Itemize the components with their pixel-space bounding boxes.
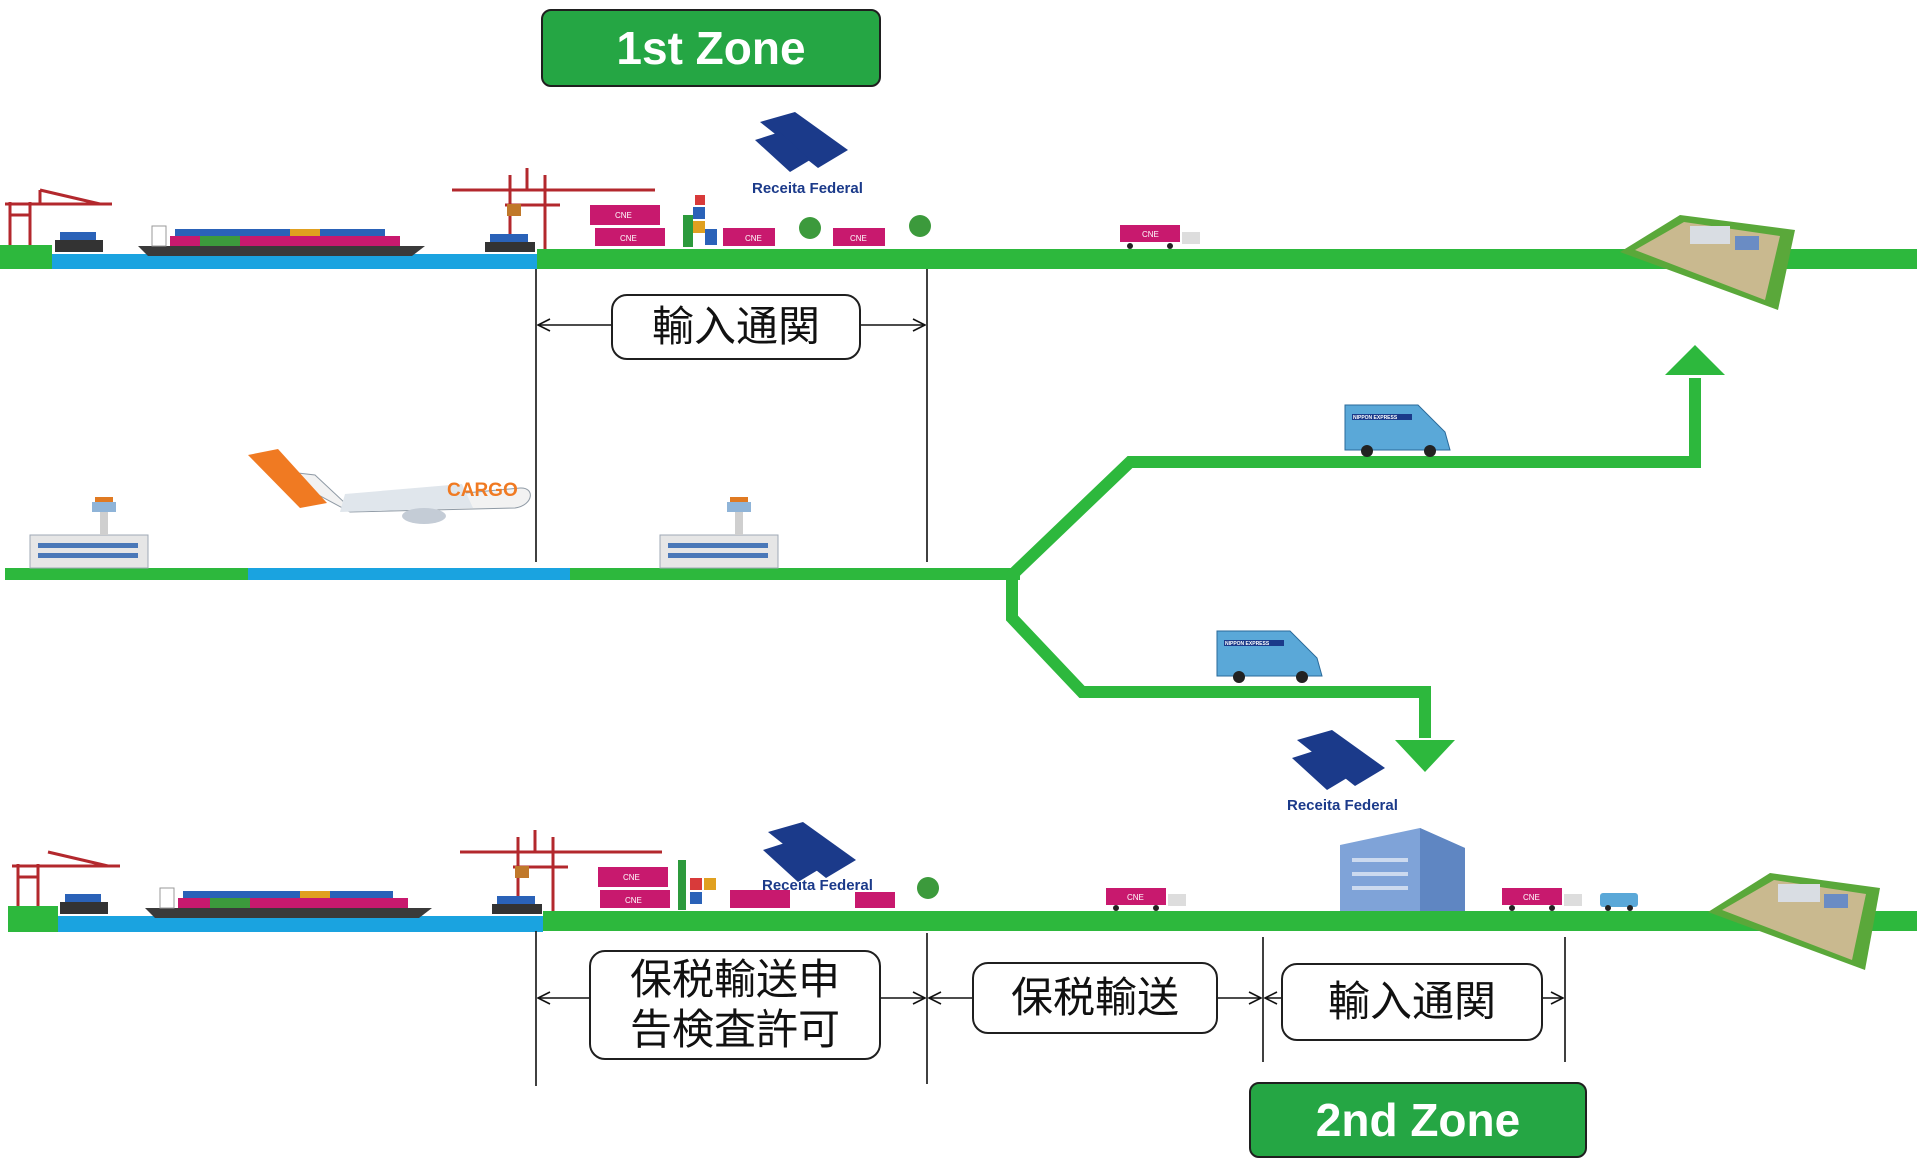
port-crane-left-bottom xyxy=(12,850,120,906)
land-route xyxy=(537,249,1917,269)
delivery-van-upper: NIPPON EXPRESS xyxy=(1344,404,1451,457)
label-import-clearance-bottom: 輸入通関 xyxy=(1281,963,1543,1041)
truck-top: CNE xyxy=(1120,225,1200,249)
customs-authority-label: Receita Federal xyxy=(762,877,873,894)
container-stack-bottom: CNE CNE xyxy=(598,860,939,910)
truck-bottom-1: CNE xyxy=(1106,888,1186,911)
sea-route-bottom xyxy=(58,916,543,932)
port-crane-left xyxy=(5,188,112,245)
moored-ship-right-bottom xyxy=(492,896,542,914)
container-stack-top: CNE CNE CNE CNE xyxy=(590,195,931,247)
delivery-van-lower: NIPPON EXPRESS xyxy=(1216,630,1323,683)
warehouse-bottom xyxy=(1708,873,1880,970)
container-mark: CNE xyxy=(745,234,762,243)
route-branch-lower xyxy=(1006,574,1431,738)
aircraft-operator: NIPPON EXPRESS xyxy=(360,482,405,488)
route-arrow-down xyxy=(1395,740,1455,772)
customs-authority-label: Receita Federal xyxy=(1287,797,1398,814)
customs-logo-top: Receita Federal xyxy=(752,112,863,197)
moored-ship-right xyxy=(485,234,535,252)
feeder-ship-left-bottom xyxy=(60,894,108,914)
airport-road xyxy=(570,568,1020,580)
label-bonded-transport: 保税輸送 xyxy=(972,962,1218,1034)
warehouse-top xyxy=(1620,215,1795,310)
container-mark: CNE xyxy=(625,896,642,905)
container-mark: CNE xyxy=(1127,893,1144,902)
container-ship-bottom xyxy=(145,887,432,918)
row-air-import: CARGO NIPPON EXPRESS NIPPON EXPRESS NIPP… xyxy=(5,345,1725,772)
feeder-ship-left xyxy=(55,232,103,252)
bonded-warehouse-building xyxy=(1340,828,1465,911)
zone-badge-first: 1st Zone xyxy=(541,9,881,87)
zone-badge-second: 2nd Zone xyxy=(1249,1082,1587,1158)
hanging-container-bottom xyxy=(515,866,529,878)
row-sea-import-bottom: CNE CNE Receita Federal CNE Receita Fede… xyxy=(8,730,1917,970)
container-ship xyxy=(138,225,425,256)
airport-terminal-left xyxy=(29,497,149,569)
container-mark: CNE xyxy=(1523,893,1540,902)
truck-bottom-2: CNE xyxy=(1502,888,1582,911)
container-mark: CNE xyxy=(1142,230,1159,239)
customs-logo-bonded-area: Receita Federal xyxy=(1287,730,1398,814)
container-mark: CNE xyxy=(850,234,867,243)
container-mark: CNE xyxy=(623,873,640,882)
container-mark: CNE xyxy=(620,234,637,243)
aircraft-livery: CARGO xyxy=(447,480,518,501)
sea-route xyxy=(52,254,537,269)
customs-authority-label: Receita Federal xyxy=(752,180,863,197)
label-bonded-transport-application-line2: 告検査許可 xyxy=(629,1005,840,1054)
air-route-land-left xyxy=(5,568,248,580)
row-sea-import-top: CNE CNE CNE CNE CNE Receita Federal xyxy=(0,112,1917,310)
route-arrow-up xyxy=(1665,345,1725,375)
van-livery: NIPPON EXPRESS xyxy=(1225,641,1270,647)
cargo-aircraft: CARGO NIPPON EXPRESS xyxy=(248,449,531,524)
label-import-clearance-top: 輸入通関 xyxy=(611,294,861,360)
container-mark: CNE xyxy=(615,211,632,220)
small-van-bottom xyxy=(1600,893,1638,911)
label-bonded-transport-application-line1: 保税輸送申 xyxy=(629,955,840,1005)
van-livery: NIPPON EXPRESS xyxy=(1353,415,1398,421)
dimension-lines xyxy=(535,269,1566,1086)
label-bonded-transport-application: 保税輸送申 告検査許可 xyxy=(589,950,881,1060)
customs-logo-port: Receita Federal xyxy=(762,822,873,894)
air-route xyxy=(248,568,570,580)
shore-land-left-bottom xyxy=(8,906,58,932)
port-crane-right-bottom xyxy=(460,830,662,911)
land-route-bottom xyxy=(543,911,1917,931)
shore-land-left xyxy=(0,245,52,269)
hanging-container xyxy=(507,204,521,216)
airport-terminal-right xyxy=(659,497,779,569)
